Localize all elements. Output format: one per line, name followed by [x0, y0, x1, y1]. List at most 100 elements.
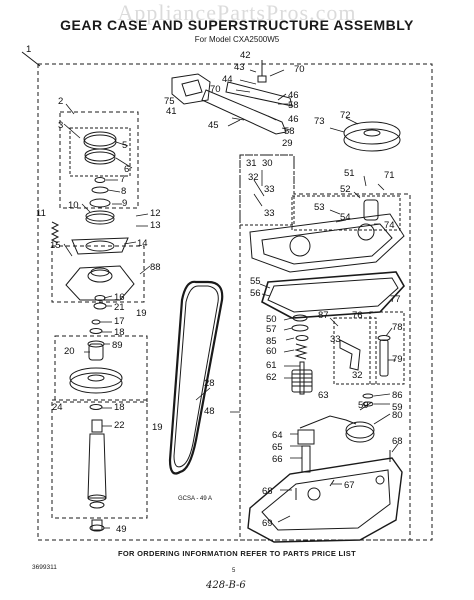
callout-89: 89 [112, 340, 123, 351]
group-box-29-31 [239, 154, 295, 226]
callout-67: 67 [344, 480, 355, 491]
callout-labels: 1 2 3 5 6 7 8 9 10 11 12 13 14 15 16 17 … [26, 44, 403, 535]
part-67-screw [329, 479, 335, 487]
callout-45: 45 [208, 120, 219, 131]
part-11-spring [50, 221, 60, 244]
part-15-housing [65, 265, 135, 301]
part-72-pulley [343, 128, 401, 152]
callout-70a: 70 [294, 64, 305, 75]
callout-79: 79 [392, 354, 403, 365]
part-59 [362, 401, 374, 407]
callout-62: 62 [266, 372, 277, 383]
callout-21: 21 [114, 302, 125, 313]
callout-86: 86 [392, 390, 403, 401]
leader-1 [21, 51, 41, 67]
part-8 [91, 186, 109, 194]
part-28-belt [168, 280, 224, 475]
part-64-pinion [297, 429, 315, 445]
callout-74: 74 [384, 220, 395, 231]
callout-11: 11 [36, 208, 46, 219]
callout-66: 66 [272, 454, 283, 465]
part-80-gear [345, 425, 375, 443]
callout-73: 73 [314, 116, 325, 127]
callout-52: 52 [340, 184, 351, 195]
callout-5: 5 [122, 140, 127, 151]
part-63-crank [299, 415, 357, 429]
svg-text:46: 46 [288, 114, 299, 125]
callout-33a: 33 [264, 208, 275, 219]
svg-text:70: 70 [210, 84, 221, 95]
callout-63: 63 [318, 390, 329, 401]
svg-text:18: 18 [114, 402, 125, 413]
callout-78: 78 [392, 322, 403, 333]
callout-60: 60 [266, 346, 277, 357]
page-number: 5 [232, 568, 236, 574]
outer-boundary [37, 63, 433, 541]
part-60-spring [294, 343, 308, 360]
callout-3: 3 [58, 120, 63, 131]
callout-44: 44 [222, 74, 233, 85]
callout-54: 54 [340, 212, 351, 223]
callout-57: 57 [266, 324, 277, 335]
part-18-top [89, 328, 103, 334]
part-21 [93, 302, 107, 310]
callout-18a: 18 [114, 327, 125, 338]
callout-29: 29 [282, 138, 293, 149]
group-box-76 [333, 317, 377, 385]
part-17 [91, 319, 101, 325]
drawing-ref: GCSA - 49 A [178, 496, 212, 502]
callout-28: 28 [204, 378, 215, 389]
callout-9: 9 [122, 198, 127, 209]
group-box-clutch [69, 127, 131, 177]
handwritten-note: 428-B-6 [206, 580, 246, 591]
callout-80: 80 [392, 410, 403, 421]
part-69-gear-case-base [247, 457, 403, 543]
callout-75: 75 [164, 96, 175, 107]
callout-14: 14 [137, 238, 148, 249]
callout-31: 31 [246, 158, 257, 169]
group-box-51 [291, 195, 401, 231]
callout-77: 77 [390, 294, 401, 305]
callout-7: 7 [120, 174, 125, 185]
part-18-bottom [89, 404, 103, 410]
callout-69: 69 [262, 518, 273, 529]
callout-64: 64 [272, 430, 283, 441]
callout-10: 10 [68, 200, 79, 211]
callout-68a: 68 [262, 486, 273, 497]
callout-12: 12 [150, 208, 161, 219]
callout-50: 50 [266, 314, 277, 325]
model-subtitle: For Model CXA2500W5 [194, 35, 280, 44]
part-57 [291, 324, 309, 332]
callout-24: 24 [52, 402, 63, 413]
callout-85: 85 [266, 336, 277, 347]
callout-49: 49 [116, 524, 127, 535]
part-24-shaft [87, 433, 107, 499]
group-box-2 [59, 111, 139, 209]
part-50 [292, 314, 308, 322]
part-74-gear-case-cover [249, 213, 405, 273]
callout-8: 8 [121, 186, 126, 197]
callout-59: 59 [358, 400, 369, 411]
part-86 [362, 393, 374, 399]
callout-88: 88 [150, 262, 161, 273]
diagram-title: GEAR CASE AND SUPERSTRUCTURE ASSEMBLY [60, 17, 414, 33]
drive-pulley [69, 372, 123, 394]
svg-text:58: 58 [284, 126, 295, 137]
part-62-gear [291, 369, 313, 393]
part-22 [91, 419, 103, 433]
callout-65: 65 [272, 442, 283, 453]
part-5-clutch [83, 134, 117, 150]
group-box-24 [51, 399, 148, 519]
callout-15: 15 [50, 240, 61, 251]
svg-text:33: 33 [330, 334, 341, 345]
callout-41: 41 [166, 106, 177, 117]
callout-42: 42 [240, 50, 251, 61]
part-85 [295, 335, 309, 341]
group-box-15 [51, 245, 145, 303]
part-14-bracket [71, 237, 129, 255]
callout-46a: 46 [288, 90, 299, 101]
callout-55: 55 [250, 276, 261, 287]
ordering-instruction: FOR ORDERING INFORMATION REFER TO PARTS … [118, 549, 356, 558]
part-7 [94, 177, 106, 183]
